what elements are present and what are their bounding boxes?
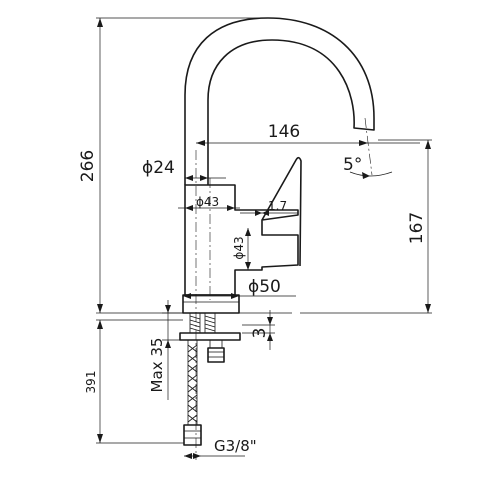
dimension-lines	[96, 17, 432, 459]
spout-angle-label: 5°	[343, 155, 362, 175]
spout-reach-label: 146	[268, 122, 300, 142]
dimension-labels: 266 146 ϕ24 5° ϕ43 1.7 ϕ43 167 ϕ50 3 Max…	[78, 122, 427, 455]
hose-fitting	[207, 340, 225, 363]
base-thickness-label: 3	[250, 328, 270, 339]
center-lines	[195, 117, 373, 460]
base-diameter-label: ϕ50	[248, 277, 281, 297]
body	[184, 184, 299, 296]
max-deck-thickness-label: Max 35	[148, 338, 166, 393]
threaded-rod	[189, 312, 216, 334]
body-diameter-side-label: ϕ43	[232, 236, 246, 259]
lever-offset-label: 1.7	[268, 199, 287, 213]
spout-diameter-label: ϕ24	[142, 158, 175, 178]
faucet-outline	[100, 17, 375, 446]
overall-height-label: 266	[78, 150, 98, 182]
spout-height-label: 167	[407, 212, 427, 244]
under-plate	[179, 332, 241, 341]
lever	[261, 156, 302, 267]
connection-thread-label: G3/8"	[214, 437, 257, 455]
hose-length-label: 391	[84, 371, 98, 394]
base-flange	[182, 294, 240, 314]
spout	[184, 17, 375, 185]
braided-hose	[183, 340, 202, 446]
body-diameter-top-label: ϕ43	[196, 195, 219, 209]
